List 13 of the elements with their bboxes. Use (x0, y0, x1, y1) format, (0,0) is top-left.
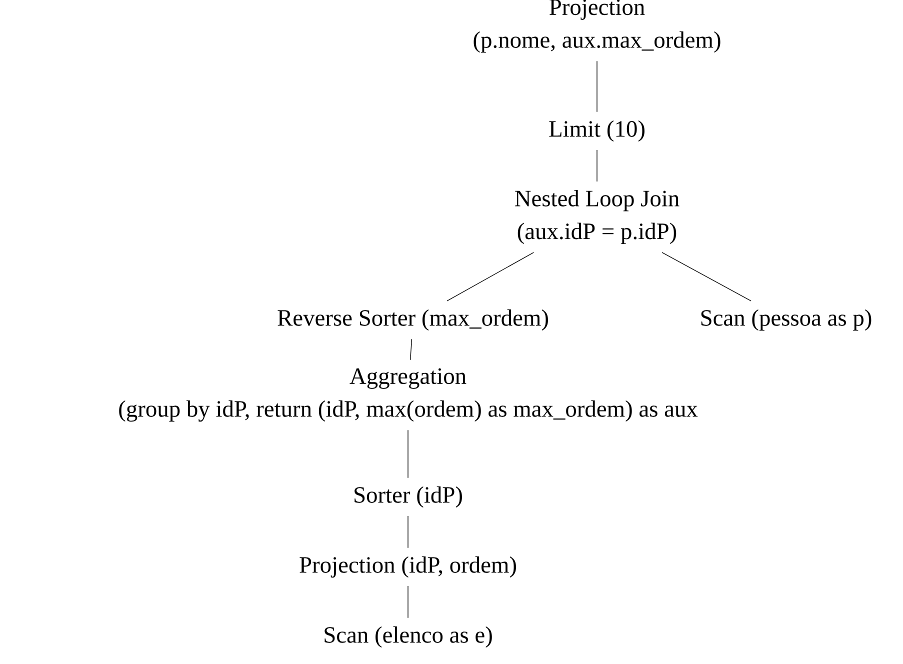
tree-line (596, 150, 598, 182)
tree-line (596, 60, 598, 112)
operator-label: Scan (elenco as e) (324, 626, 492, 648)
tree-line (446, 252, 534, 302)
operator-label: Scan (pessoa as p) (701, 309, 872, 331)
operator-label: Nested Loop Join (aux.idP = p.idP) (515, 190, 680, 244)
operator-label: Limit (10) (549, 120, 644, 142)
tree-line (662, 252, 752, 302)
operator-label: Projection (idP, ordem) (300, 556, 516, 578)
tree-line (410, 338, 412, 360)
operator-label: Reverse Sorter (max_ordem) (278, 309, 548, 331)
operator-label: Sorter (idP) (354, 486, 462, 508)
operator-label: Aggregation (group by idP, return (idP, max(ordem) as max_ordem) as aux (119, 368, 698, 422)
